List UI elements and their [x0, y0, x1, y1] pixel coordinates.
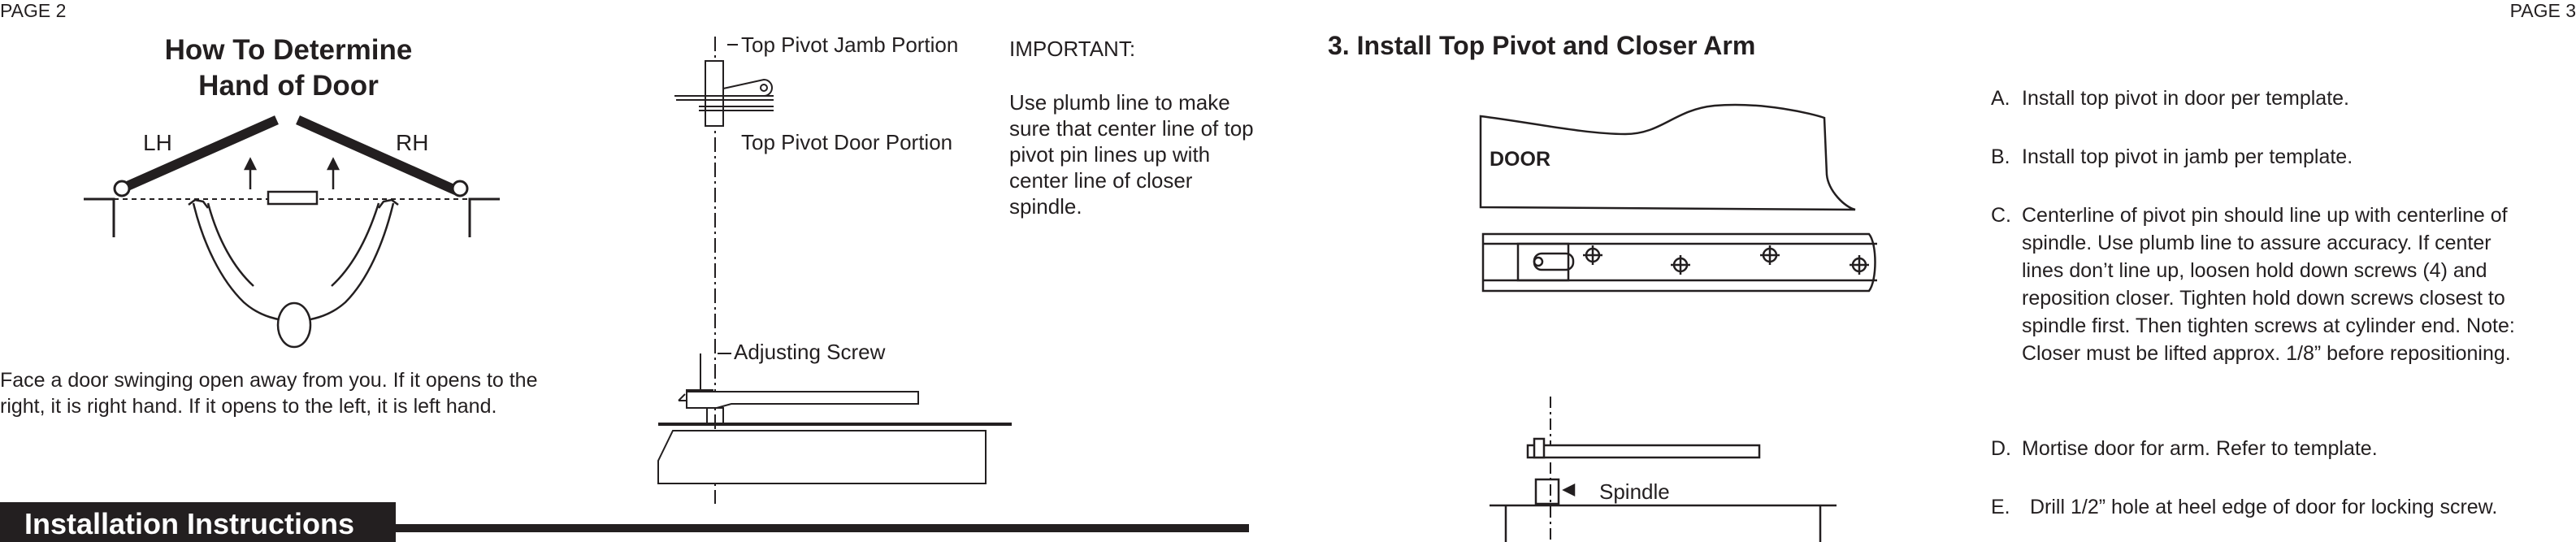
step-b: B. Install top pivot in jamb per templat…	[1991, 143, 2543, 171]
step-text: Centerline of pivot pin should line up w…	[2022, 204, 2515, 365]
rh-label: RH	[396, 130, 429, 155]
step-c: C. Centerline of pivot pin should line u…	[1991, 202, 2535, 367]
step-letter: A.	[1991, 87, 2010, 110]
important-body: Use plumb line to make sure that center …	[1009, 90, 1254, 219]
door-label: DOOR	[1490, 148, 1550, 171]
page-number-right: PAGE 3	[2509, 0, 2576, 21]
page-number-left: PAGE 2	[0, 0, 67, 21]
top-pivot-jamb-label: Top Pivot Jamb Portion	[741, 33, 959, 57]
step-letter: E.	[1991, 496, 2010, 518]
step-text: Install top pivot in jamb per template.	[2022, 145, 2353, 168]
step-d: D. Mortise door for arm. Refer to templa…	[1991, 435, 2543, 462]
banner-rule	[396, 524, 1249, 532]
adjusting-screw-label: Adjusting Screw	[734, 340, 886, 364]
spindle-label: Spindle	[1599, 479, 1670, 504]
step-a: A. Install top pivot in door per templat…	[1991, 85, 2543, 112]
hand-title-line2: Hand of Door	[198, 70, 379, 102]
installation-instructions-banner: Installation Instructions	[0, 502, 396, 542]
step-text: Mortise door for arm. Refer to template.	[2022, 437, 2378, 460]
hand-of-door-title: How To Determine Hand of Door	[114, 33, 463, 104]
step-e: E. Drill 1/2” hole at heel edge of door …	[1991, 493, 2543, 521]
lh-label: LH	[143, 130, 172, 155]
step-letter: C.	[1991, 204, 2011, 227]
important-heading: IMPORTANT:	[1009, 37, 1136, 61]
banner-text: Installation Instructions	[24, 507, 355, 540]
step-text: Install top pivot in door per template.	[2022, 87, 2350, 110]
section-3-title: 3. Install Top Pivot and Closer Arm	[1328, 31, 1756, 60]
top-pivot-door-label: Top Pivot Door Portion	[741, 130, 953, 154]
hand-description: Face a door swinging open away from you.…	[0, 369, 538, 418]
step-text: Drill 1/2” hole at heel edge of door for…	[2030, 496, 2498, 518]
hand-title-line1: How To Determine	[164, 34, 413, 66]
step-letter: D.	[1991, 437, 2011, 460]
step-letter: B.	[1991, 145, 2010, 168]
